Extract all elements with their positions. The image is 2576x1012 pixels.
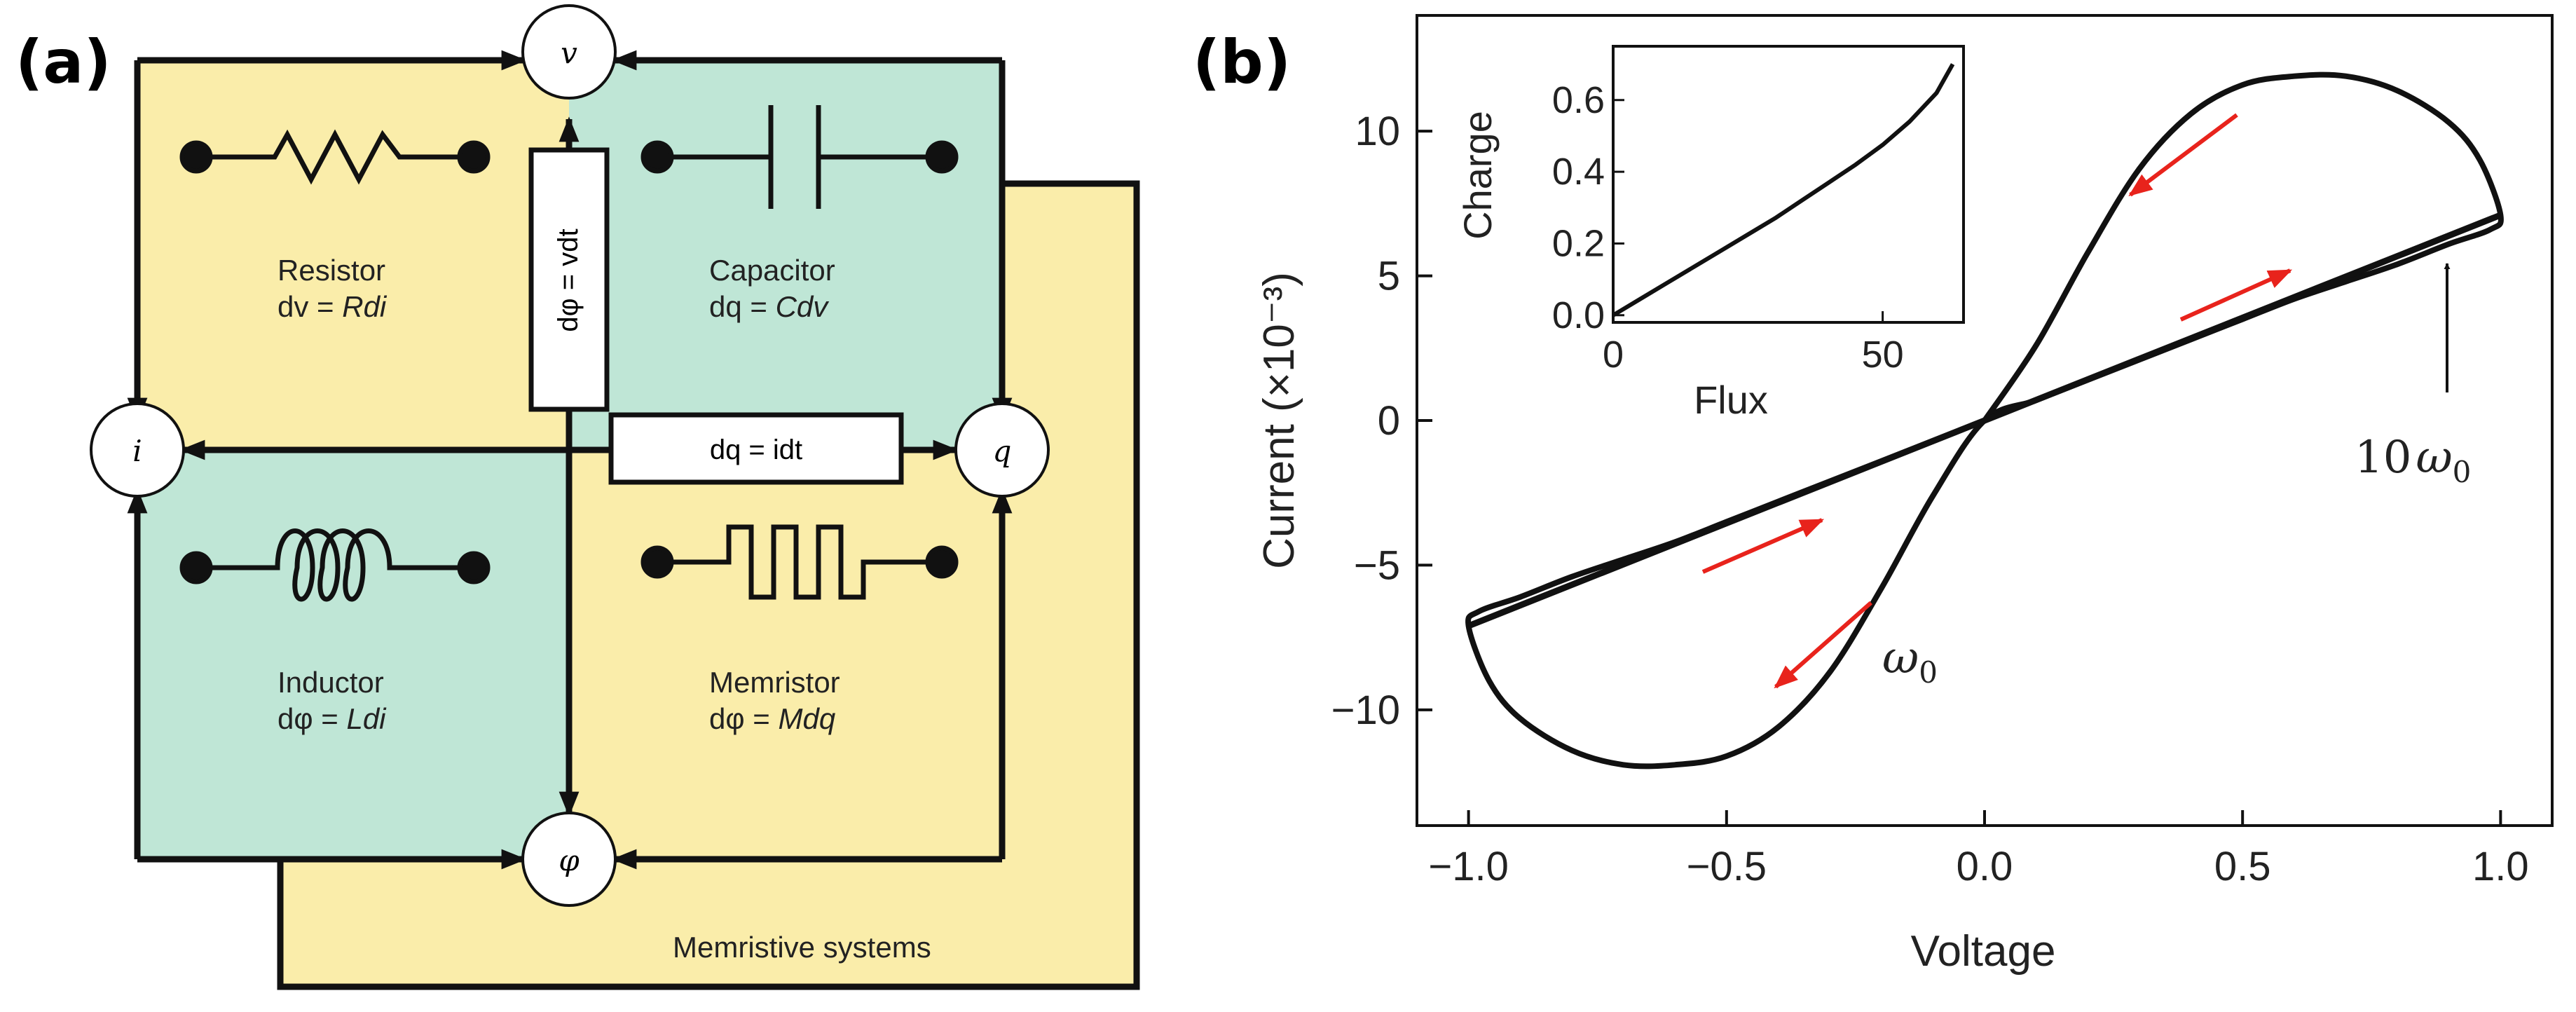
memristor-quadrant <box>569 450 1002 859</box>
svg-text:q: q <box>993 434 1012 468</box>
inset-series-line <box>1612 63 1955 317</box>
svg-text:i: i <box>132 434 142 468</box>
node-i: i <box>90 402 185 498</box>
direction-arrow <box>1774 601 1872 689</box>
y-tick-label: −10 <box>1331 688 1400 733</box>
y-tick-label: 5 <box>1378 254 1400 299</box>
capacitor-symbol <box>640 105 959 209</box>
capacitor-quadrant <box>569 60 1002 450</box>
node-q: q <box>954 402 1050 498</box>
inset-plot-frame <box>1612 45 1965 324</box>
svg-text:dφ = vdt: dφ = vdt <box>553 228 584 331</box>
inductor-quadrant <box>137 450 569 859</box>
resistor-symbol <box>179 129 491 185</box>
main-axis-ticks <box>1417 130 2502 826</box>
box-dphi-vdt: dφ = vdt <box>528 147 610 412</box>
x-axis-label: Voltage <box>1911 927 2056 976</box>
panel-a-label: (a) <box>15 27 111 97</box>
node-phi: φ <box>521 812 617 907</box>
series-line-10w0 <box>1467 212 2502 629</box>
capacitor-eq: dq = Cdv <box>709 290 830 323</box>
memristor-symbol <box>640 524 959 600</box>
y-tick-label: 10 <box>1355 109 1400 154</box>
y-tick-label: −5 <box>1354 542 1400 588</box>
svg-text:dq = idt: dq = idt <box>710 435 802 465</box>
inductor-eq: dφ = Ldi <box>278 702 387 735</box>
inset-x-tick-label: 50 <box>1862 334 1904 376</box>
svg-text:φ: φ <box>559 843 580 877</box>
inset-y-tick-label: 0.2 <box>1552 222 1605 264</box>
panel-a: (a) Memristive systems <box>15 4 1140 990</box>
annotation-10w0: 10ω0 <box>2355 432 2471 489</box>
memristive-systems-label: Memristive systems <box>673 931 931 964</box>
direction-arrow <box>2128 113 2238 197</box>
resistor-name: Resistor <box>278 254 385 287</box>
x-tick-label: 1.0 <box>2472 844 2529 889</box>
inset-y-tick-label: 0.0 <box>1552 294 1605 336</box>
x-tick-label: 0.0 <box>1957 844 2013 889</box>
memristor-name: Memristor <box>709 666 840 699</box>
inset-axis-tick-labels: 0 50 0.6 0.4 0.2 0.0 <box>1552 79 1904 376</box>
inset-x-label: Flux <box>1694 378 1768 422</box>
box-dq-idt: dq = idt <box>608 412 904 485</box>
main-plot-series <box>1465 71 2504 770</box>
memristor-eq: dφ = Mdq <box>709 702 836 735</box>
direction-arrows <box>1701 113 2293 689</box>
inset-y-tick-label: 0.6 <box>1552 79 1605 121</box>
capacitor-name: Capacitor <box>709 254 835 287</box>
x-tick-label: 0.5 <box>2214 844 2271 889</box>
y-axis-label: Current (×10⁻³) <box>1255 272 1303 569</box>
svg-text:v: v <box>561 36 577 70</box>
inset-x-tick-label: 0 <box>1603 334 1624 376</box>
direction-arrow <box>1701 518 1825 574</box>
direction-arrow <box>2179 268 2293 322</box>
panel-b-label: (b) <box>1193 27 1291 97</box>
x-tick-label: −1.0 <box>1428 844 1509 889</box>
resistor-eq: dv = Rdi <box>278 290 388 323</box>
inset-plot-series <box>1612 63 1955 317</box>
x-tick-label: −0.5 <box>1687 844 1767 889</box>
y-tick-label: 0 <box>1378 398 1400 444</box>
resistor-quadrant <box>137 60 569 450</box>
node-v: v <box>521 4 617 100</box>
inset-y-label: Charge <box>1455 111 1500 240</box>
inductor-symbol <box>179 528 491 602</box>
annotation-w0: ω0 <box>1882 632 1938 690</box>
inductor-name: Inductor <box>278 666 384 699</box>
inset-y-tick-label: 0.4 <box>1552 151 1605 193</box>
